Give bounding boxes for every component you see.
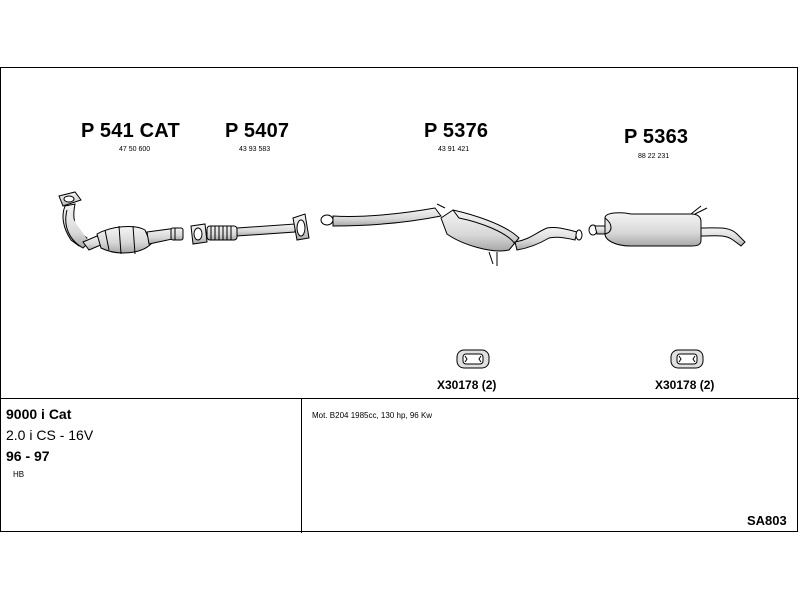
part-code-intermediate: P 5407: [225, 120, 290, 142]
clamp-label: X30178 (2): [437, 378, 497, 392]
clamp-icon: [670, 349, 704, 369]
vehicle-engine: 2.0 i CS - 16V: [6, 427, 94, 443]
part-number-centre: 43 91 421: [438, 146, 470, 153]
part-number-rear: 88 22 231: [638, 153, 670, 160]
vehicle-years: 96 - 97: [6, 448, 50, 464]
part-number-intermediate: 43 93 583: [239, 146, 271, 153]
centre-silencer-part: [320, 203, 583, 266]
rear-silencer-part: [588, 205, 746, 247]
vehicle-body-type: HB: [13, 470, 25, 479]
clamp-label: X30178 (2): [655, 378, 715, 392]
part-number-catalytic: 47 50 600: [119, 146, 151, 153]
catalytic-converter-part: [58, 191, 184, 255]
part-code-centre: P 5376: [424, 120, 489, 142]
intermediate-pipe-part: [190, 213, 310, 245]
engine-specification: Mot. B204 1985cc, 130 hp, 96 Kw: [312, 411, 433, 420]
divider-horizontal: [1, 398, 799, 399]
exhaust-diagram: [58, 191, 746, 369]
exhaust-system-sheet: P 541 CAT 47 50 600 P 5407 43 93 583 P 5…: [0, 67, 799, 533]
vehicle-model: 9000 i Cat: [6, 406, 72, 422]
part-code-rear: P 5363: [624, 126, 689, 148]
clamp-icon: [456, 349, 490, 369]
divider-vertical: [301, 398, 302, 533]
reference-code: SA803: [747, 513, 787, 528]
part-code-catalytic: P 541 CAT: [81, 120, 180, 142]
